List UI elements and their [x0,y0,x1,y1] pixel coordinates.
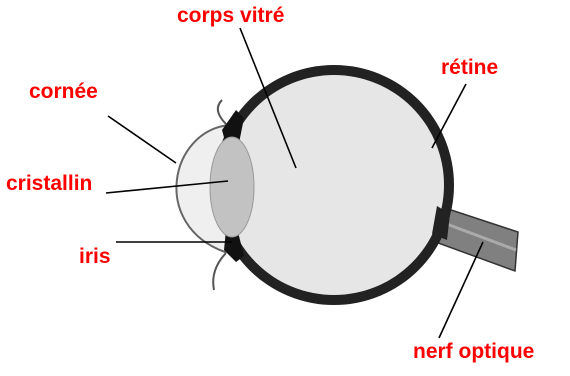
label-iris: iris [79,245,111,269]
label-cristallin: cristallin [6,172,92,196]
label-corps-vitre: corps vitré [177,4,284,28]
vitreous-body [224,75,444,295]
cornea-lower-rim [213,253,226,290]
label-cornee: cornée [29,80,98,104]
cornea-outer-rim [218,100,226,124]
label-retine: rétine [441,56,498,80]
lens [210,137,254,237]
label-nerf-optique: nerf optique [413,340,534,364]
leader-retine [432,84,466,148]
leader-nerf-optique [439,242,483,338]
leader-cornee [108,116,176,163]
